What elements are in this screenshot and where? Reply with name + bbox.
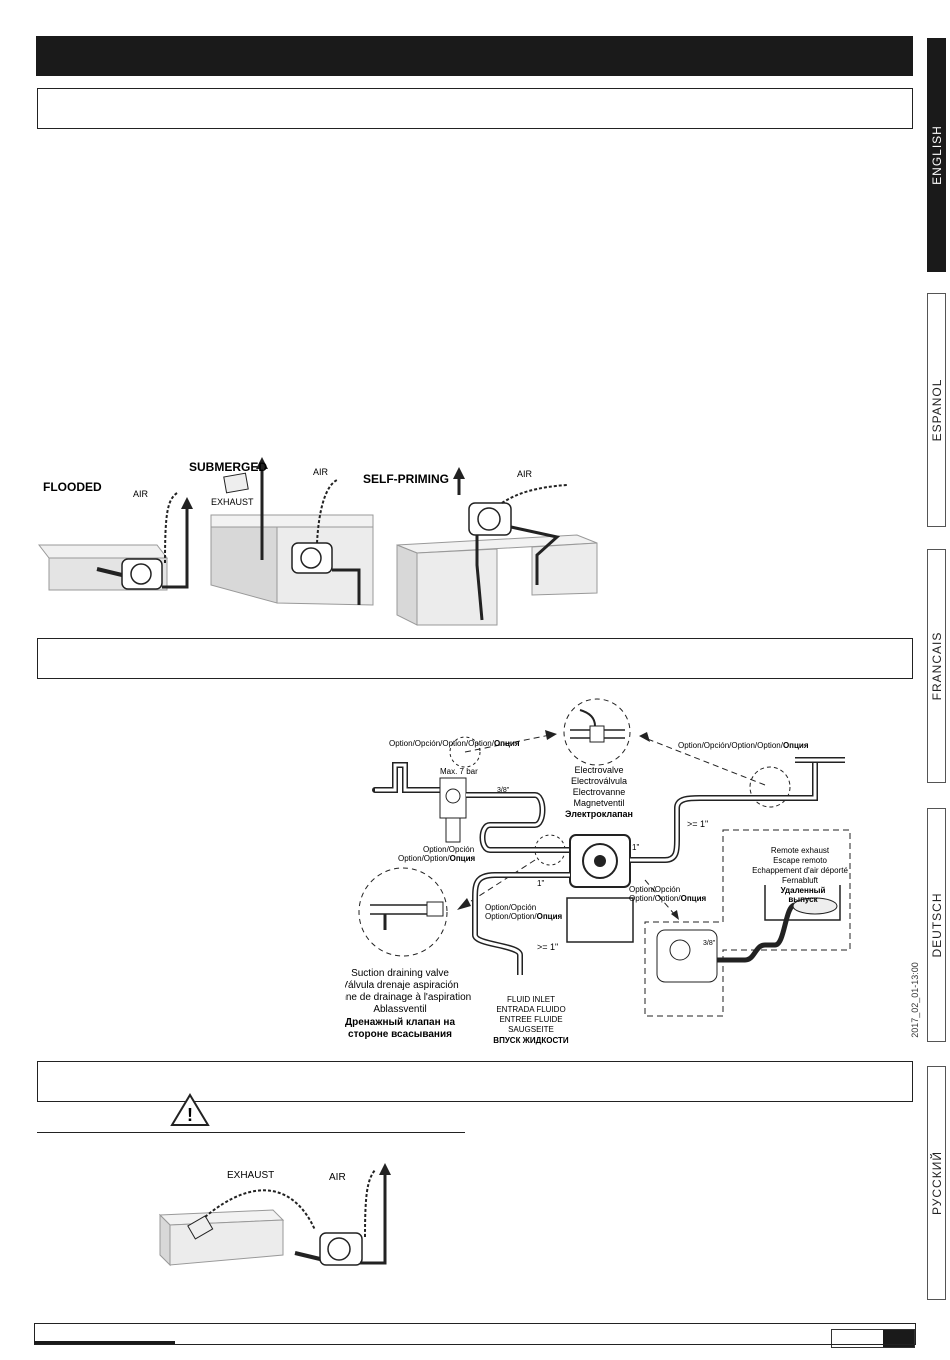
tab-espanol-label: ESPANOL [929, 378, 944, 442]
exhaust-figure: EXHAUST AIR [158, 1163, 391, 1267]
size-1-b: 1" [537, 879, 544, 888]
warning-icon: ! [170, 1093, 210, 1126]
svg-text:Дренажный клапан на: Дренажный клапан на [345, 1017, 455, 1028]
svg-text:Electroválvula: Electroválvula [571, 776, 627, 786]
label-exhaust-2: EXHAUST [227, 1170, 274, 1181]
tab-english[interactable]: ENGLISH [927, 38, 946, 272]
option-opcion-b: Option/Opción [485, 903, 536, 912]
max-bar: Max. 7 bar [440, 767, 478, 776]
remote-exhaust-box [644, 829, 851, 1017]
size-ge-1-b: >= 1" [537, 942, 558, 952]
svg-text:ENTRADA FLUIDO: ENTRADA FLUIDO [496, 1005, 565, 1014]
svg-text:Suction draining valve: Suction draining valve [351, 968, 449, 979]
option-opcion-c: Option/Opción [629, 885, 680, 894]
suction-draining-labels: Suction draining valve Válvula drenaje a… [345, 968, 471, 1040]
label-air-2: AIR [313, 467, 329, 477]
size-3-8-b: 3/8" [703, 940, 716, 947]
svg-text:ВПУСК ЖИДКОСТИ: ВПУСК ЖИДКОСТИ [493, 1036, 569, 1045]
svg-text:ENTREE FLUIDE: ENTREE FLUIDE [499, 1015, 562, 1024]
installation-figure: FLOODED AIR SUBMERGED EXHAUST AIR SELF-P… [37, 457, 598, 626]
option-option-b: Option/Option/Опция [485, 912, 562, 921]
svg-text:Echappement d'air déporté: Echappement d'air déporté [752, 866, 848, 875]
svg-text:SAUGSEITE: SAUGSEITE [508, 1025, 554, 1034]
label-air-4: AIR [329, 1172, 346, 1183]
tab-russian-label: РУССКИЙ [929, 1151, 944, 1215]
submerged-diagram [210, 457, 374, 606]
page-number-fill [883, 1330, 914, 1347]
pump [566, 834, 634, 943]
section-header-installation [37, 88, 913, 129]
option-option-c: Option/Option/Опция [629, 894, 706, 903]
section-header-connection [37, 638, 913, 679]
svg-text:Escape remoto: Escape remoto [773, 856, 827, 865]
svg-text:стороне всасывания: стороне всасывания [348, 1029, 452, 1040]
label-air-3: AIR [517, 469, 533, 479]
svg-text:Electrovalve: Electrovalve [574, 765, 623, 775]
option-left: Option/Opción/Option/Option/Опция [389, 739, 520, 748]
date-code: 2017_02_01-13:00 [910, 962, 920, 1038]
size-3-8-a: 3/8" [497, 787, 510, 794]
self-priming-diagram [396, 467, 598, 626]
section-header-exhaust [37, 1061, 913, 1102]
tab-francais[interactable]: FRANCAIS [927, 549, 946, 783]
tab-francais-label: FRANCAIS [929, 631, 944, 701]
svg-text:Электроклапан: Электроклапан [565, 809, 633, 819]
label-air-1: AIR [133, 489, 149, 499]
tab-russian[interactable]: РУССКИЙ [927, 1066, 946, 1300]
remote-exhaust-labels: Remote exhaust Escape remoto Echappement… [752, 846, 848, 904]
svg-text:выпуск: выпуск [788, 895, 818, 904]
svg-text:Vanne de drainage à l'aspirati: Vanne de drainage à l'aspiration [345, 992, 471, 1003]
tab-espanol[interactable]: ESPANOL [927, 293, 946, 527]
label-flooded: FLOODED [43, 480, 102, 494]
label-exhaust-1: EXHAUST [211, 497, 254, 507]
tab-deutsch-label: DEUTSCH [929, 892, 944, 958]
warning-glyph: ! [187, 1105, 193, 1125]
size-1-a: 1" [632, 843, 639, 852]
svg-text:Válvula drenaje aspiración: Válvula drenaje aspiración [345, 980, 459, 991]
electrovalve-labels: Electrovalve Electroválvula Electrovanne… [565, 765, 633, 819]
option-opcion-a: Option/Opción [423, 845, 474, 854]
fluid-inlet-labels: FLUID INLET ENTRADA FLUIDO ENTREE FLUIDE… [493, 995, 569, 1045]
warning-rule [37, 1132, 465, 1133]
svg-text:Remote exhaust: Remote exhaust [771, 846, 830, 855]
connection-schematic: Option/Opción/Option/Option/Опция Option… [345, 698, 851, 1045]
footer-box [34, 1323, 916, 1345]
footer-accent [34, 1341, 175, 1344]
svg-text:Electrovanne: Electrovanne [573, 787, 626, 797]
svg-text:Fernabluft: Fernabluft [782, 876, 819, 885]
svg-text:FLUID INLET: FLUID INLET [507, 995, 555, 1004]
page-number-box [831, 1329, 915, 1348]
svg-text:Ablassventil: Ablassventil [373, 1004, 426, 1015]
label-self-priming: SELF-PRIMING [363, 472, 449, 486]
size-ge-1-a: >= 1" [687, 819, 708, 829]
tab-english-label: ENGLISH [929, 125, 944, 185]
label-submerged: SUBMERGED [189, 460, 267, 474]
suction-drain-detail [358, 867, 448, 957]
tab-deutsch[interactable]: DEUTSCH [927, 808, 946, 1042]
option-option-a: Option/Option/Опция [398, 854, 475, 863]
option-right: Option/Opción/Option/Option/Опция [678, 741, 809, 750]
svg-text:Удаленный: Удаленный [781, 886, 826, 895]
header-bar [36, 36, 913, 76]
flooded-diagram [37, 492, 193, 591]
svg-text:Magnetventil: Magnetventil [573, 798, 624, 808]
